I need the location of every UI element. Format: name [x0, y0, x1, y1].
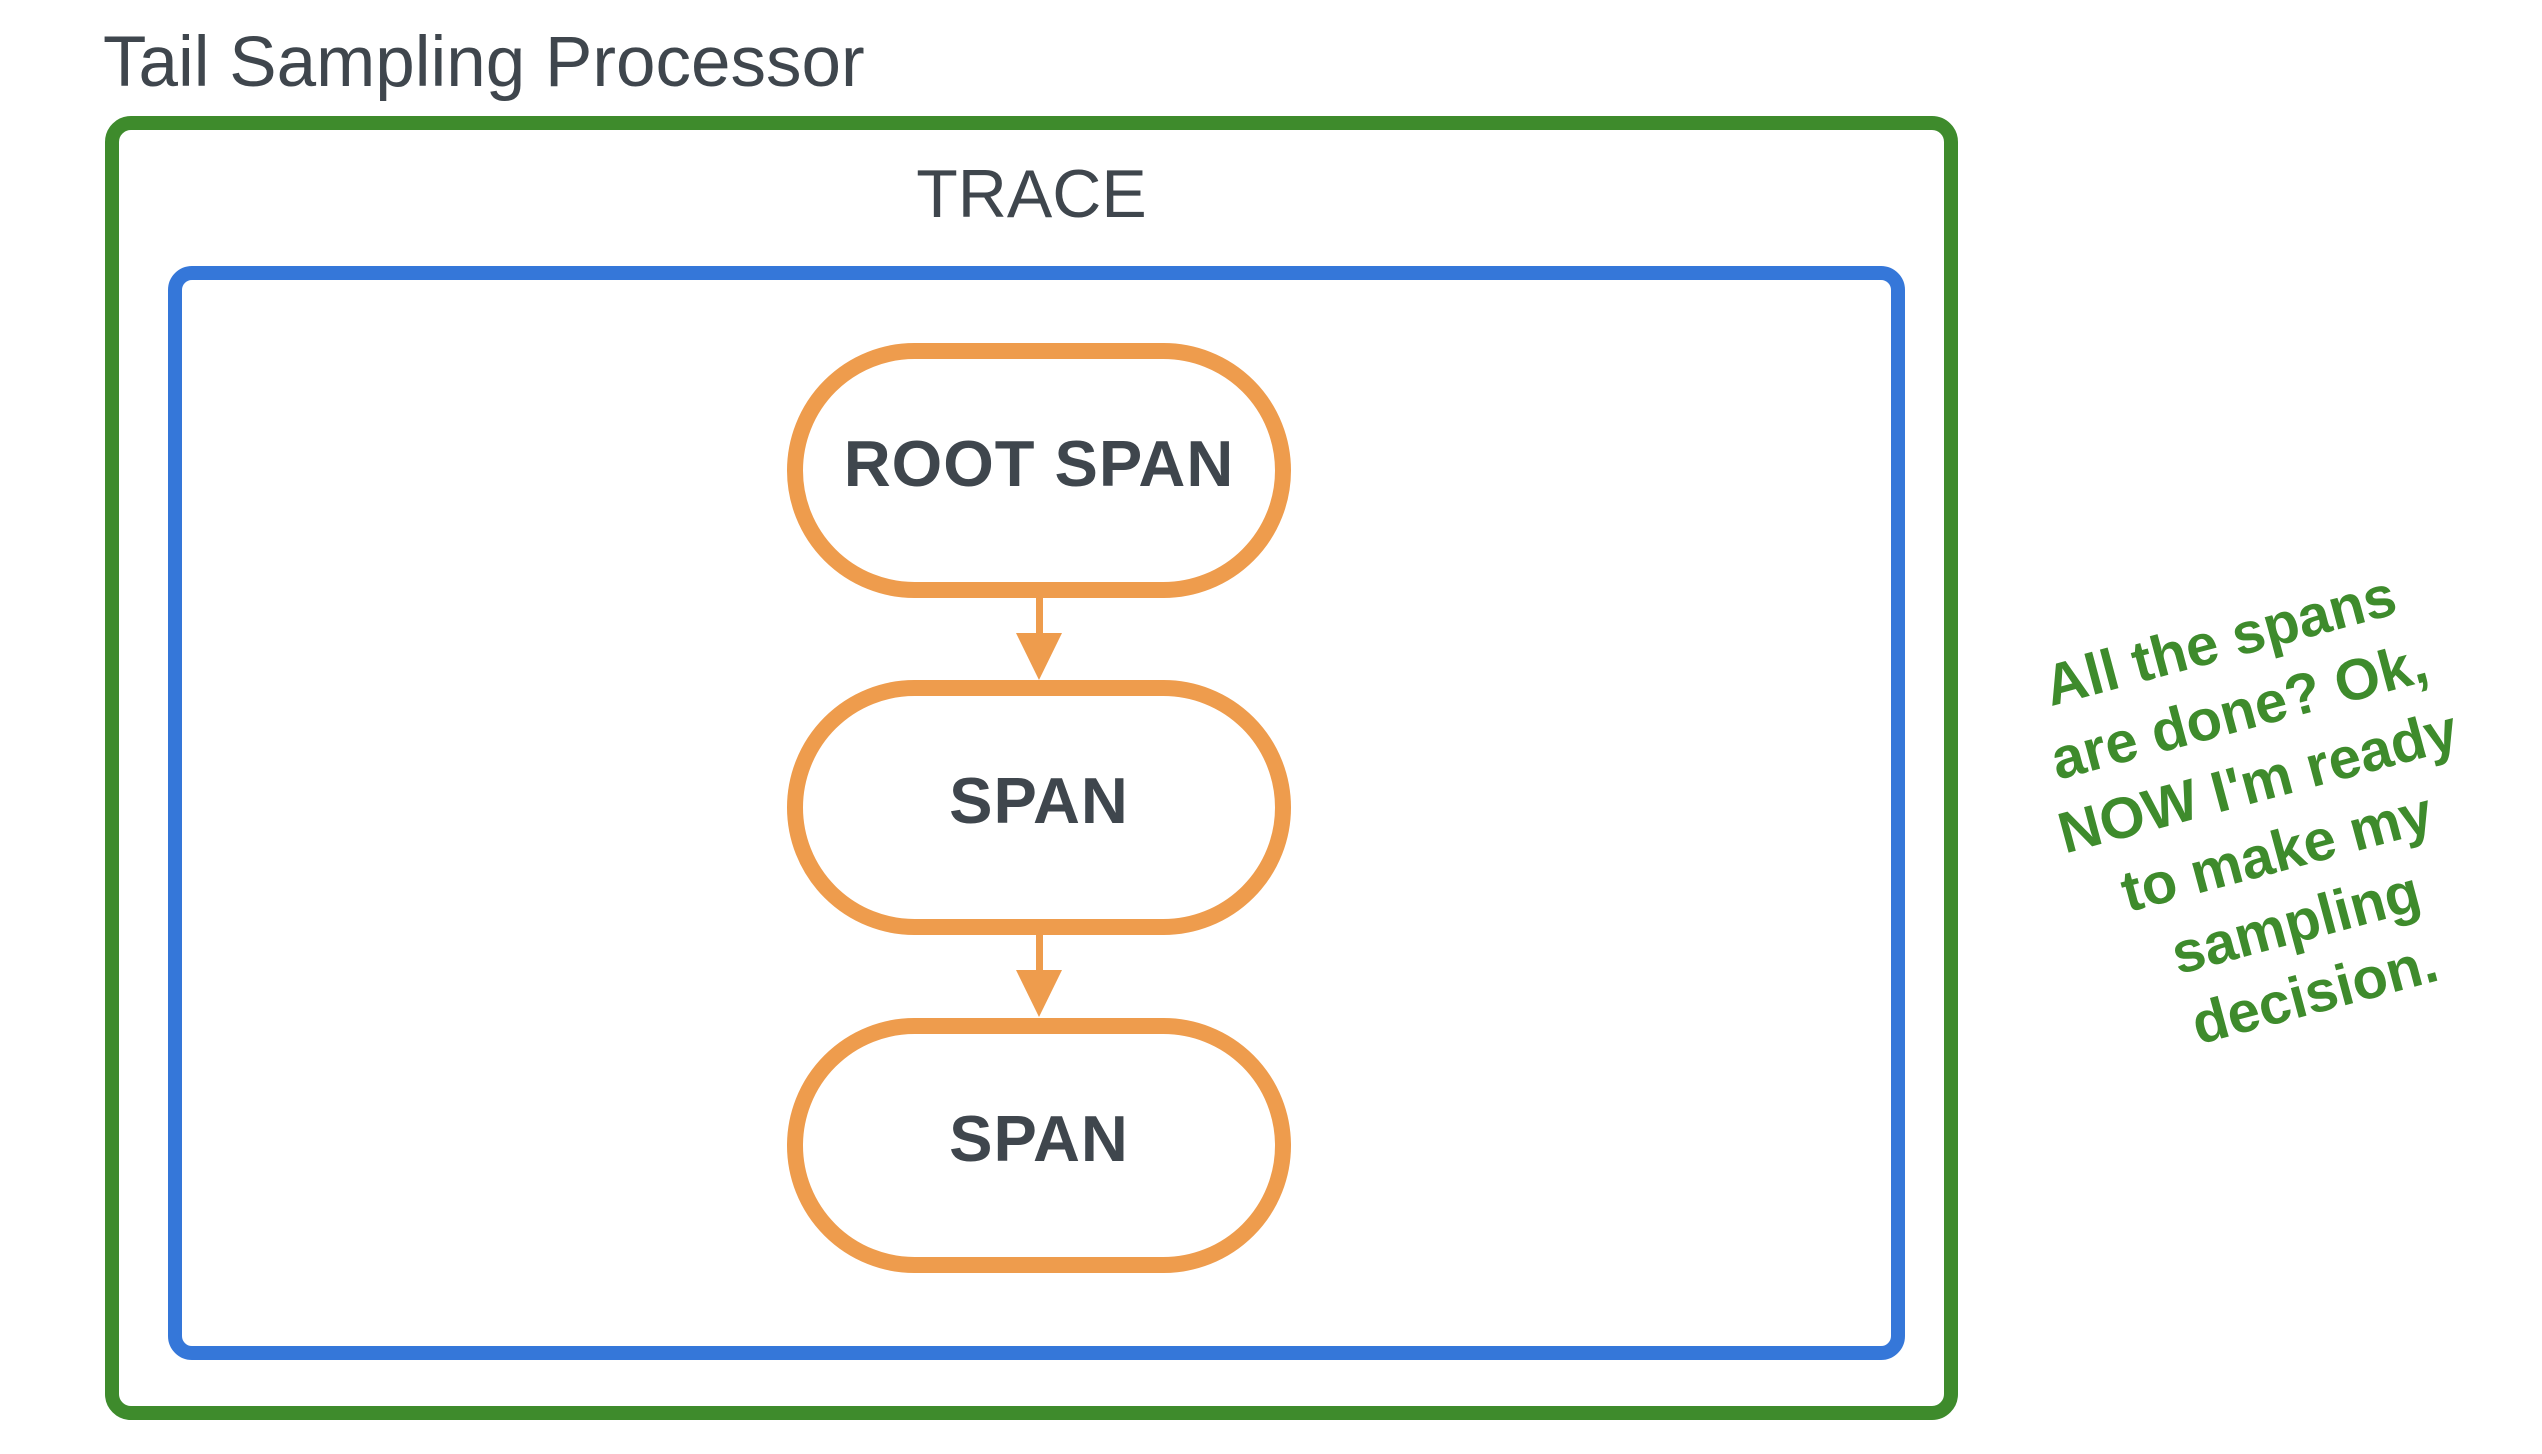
span-node: SPAN — [787, 1018, 1291, 1273]
page-title: Tail Sampling Processor — [103, 23, 865, 102]
arrow-head — [1016, 633, 1062, 680]
sampling-decision-note: All the spans are done? Ok, NOW I'm read… — [1938, 532, 2542, 1102]
span-node: SPAN — [787, 680, 1291, 935]
span-label: SPAN — [949, 1102, 1129, 1175]
root-span-label: ROOT SPAN — [843, 427, 1235, 500]
span-label: SPAN — [949, 764, 1129, 837]
trace-label: TRACE — [916, 156, 1147, 232]
arrow-head — [1016, 970, 1062, 1017]
arrow-shaft — [1035, 598, 1043, 633]
arrow-shaft — [1035, 935, 1043, 970]
root-span-node: ROOT SPAN — [787, 343, 1291, 598]
arrow-down-icon — [1016, 935, 1062, 1017]
arrow-down-icon — [1016, 598, 1062, 680]
